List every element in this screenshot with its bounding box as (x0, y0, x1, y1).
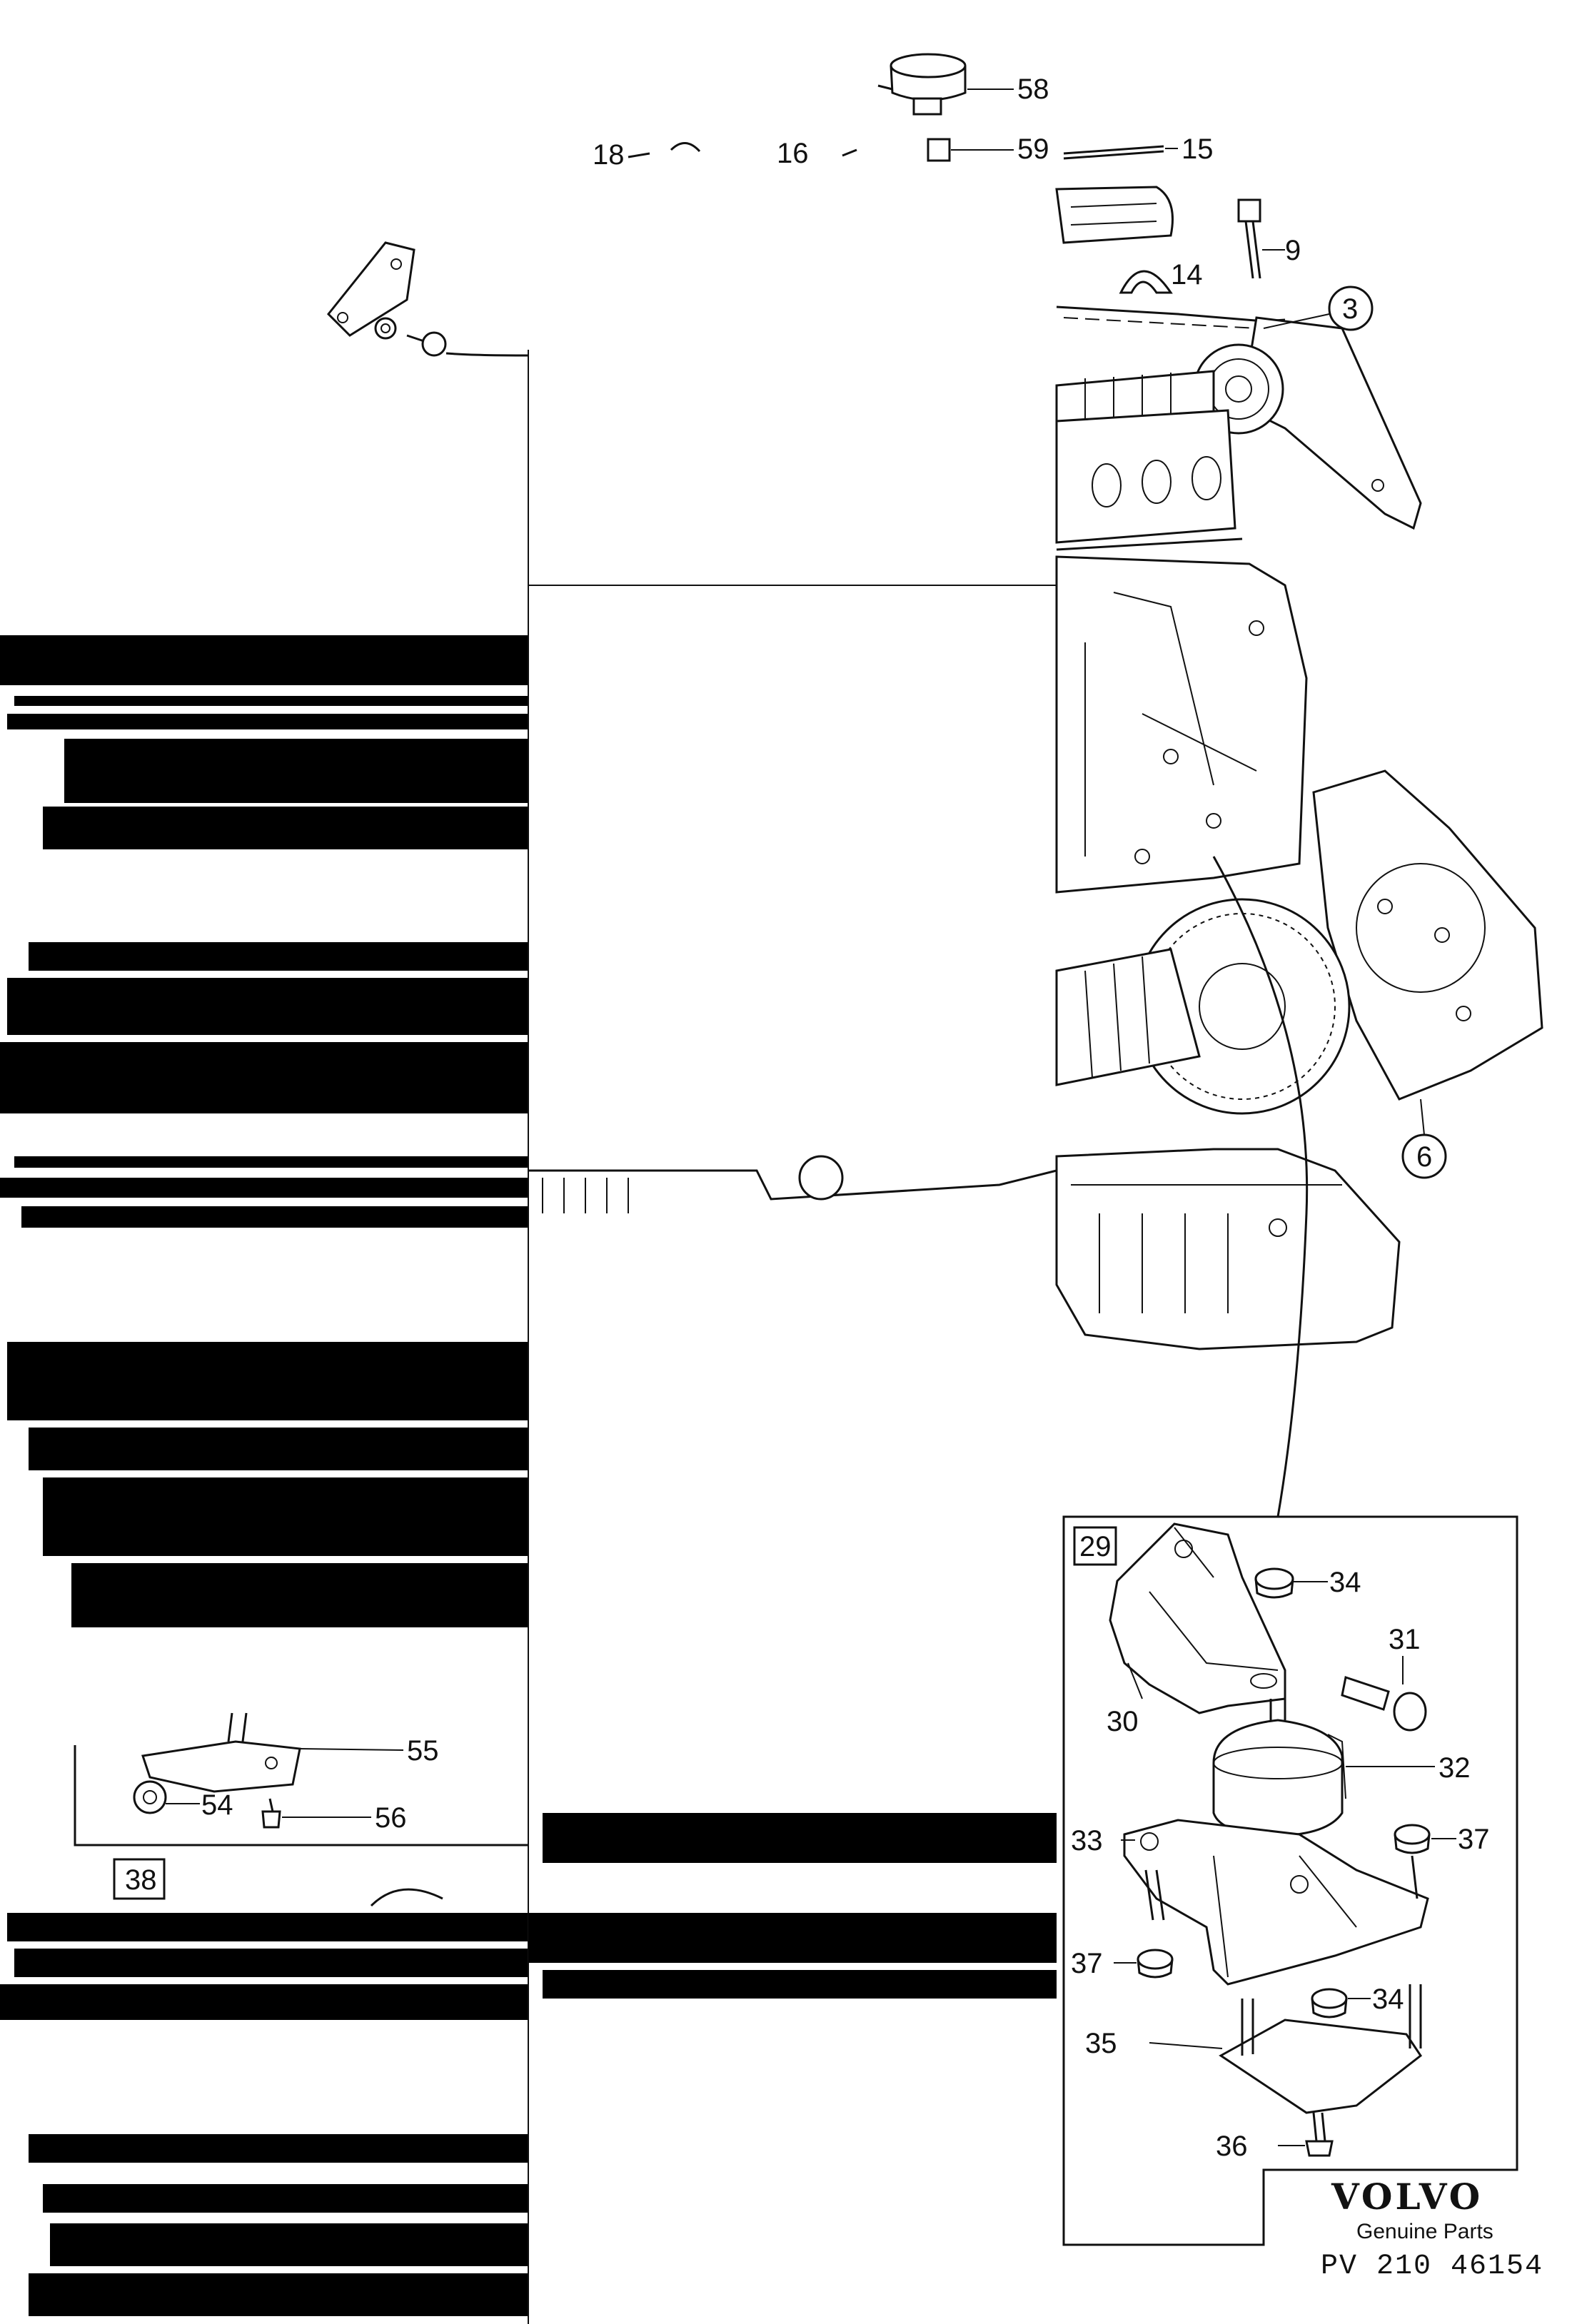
mount-base-plate (1149, 1984, 1423, 2114)
callout-59: 59 (1017, 133, 1049, 165)
mount-lower-bracket (1123, 1819, 1429, 1986)
callout-35: 35 (1085, 2028, 1117, 2059)
callout-3-circle (1328, 286, 1374, 331)
flange-nut-right (1394, 1824, 1456, 1899)
head-gasket (1056, 537, 1243, 551)
box-label-38: 38 (125, 1864, 157, 1896)
valve-cover (1055, 186, 1174, 244)
flywheel-housing (1312, 769, 1543, 1101)
callout-36: 36 (1216, 2131, 1248, 2162)
crankshaft (1055, 948, 1201, 1086)
callout-58: 58 (1017, 74, 1049, 105)
center-engine-strip (528, 1155, 1057, 1213)
engine-mount-box-38: 38 (74, 1712, 528, 1907)
top-fragment (628, 142, 857, 158)
seal-ring (927, 138, 1014, 162)
mount-bolt (1341, 1656, 1427, 1732)
callout-37-left: 37 (1071, 1948, 1103, 1979)
callout-16: 16 (777, 138, 809, 169)
engine-mount-box-29 (1062, 1515, 1518, 2246)
callout-37-right: 37 (1458, 1824, 1490, 1855)
gasket (1056, 305, 1286, 329)
leader-to-box-29 (1212, 856, 1309, 1517)
callout-30: 30 (1107, 1706, 1139, 1737)
box-label-29: 29 (1079, 1531, 1112, 1562)
left-bracket (326, 241, 529, 357)
callout-31: 31 (1389, 1624, 1421, 1655)
cylinder-head (1055, 409, 1236, 544)
callout-54: 54 (201, 1789, 233, 1821)
callout-34-lower: 34 (1372, 1984, 1404, 2015)
flywheel (1134, 898, 1351, 1115)
scan-artifact-center (528, 1813, 1057, 1999)
callout-55: 55 (407, 1735, 439, 1767)
flange-nut-lower (1311, 1988, 1371, 2019)
mount-upper-bracket (1109, 1522, 1286, 1714)
callout-6: 6 (1416, 1141, 1432, 1173)
callout-14: 14 (1171, 259, 1203, 290)
timing-belt-cover (1241, 316, 1422, 530)
oil-sump (1055, 1148, 1401, 1350)
flange-nut-left (1114, 1869, 1174, 1979)
mount-screw (1278, 2112, 1334, 2157)
bolt (1237, 198, 1285, 279)
oil-filler-cap (877, 53, 1014, 116)
callout-9: 9 (1285, 235, 1301, 266)
camshaft-seal-half (1119, 270, 1173, 294)
callout-3: 3 (1342, 293, 1358, 325)
scan-artifact-left (0, 635, 528, 2316)
engine-block (1055, 555, 1308, 894)
dipstick (1063, 145, 1178, 160)
callout-33: 33 (1071, 1825, 1103, 1856)
diagram-part-number: PV 210 46154 (1321, 2250, 1543, 2283)
callout-32: 32 (1439, 1752, 1471, 1784)
callout-56: 56 (375, 1802, 407, 1834)
volvo-logo: VOLVO (1331, 2176, 1483, 2218)
callout-18: 18 (593, 139, 625, 171)
callout-15: 15 (1182, 133, 1214, 165)
callout-34-upper: 34 (1329, 1567, 1361, 1598)
flange-nut-upper (1254, 1567, 1328, 1599)
brand-tagline: Genuine Parts (1356, 2220, 1493, 2243)
